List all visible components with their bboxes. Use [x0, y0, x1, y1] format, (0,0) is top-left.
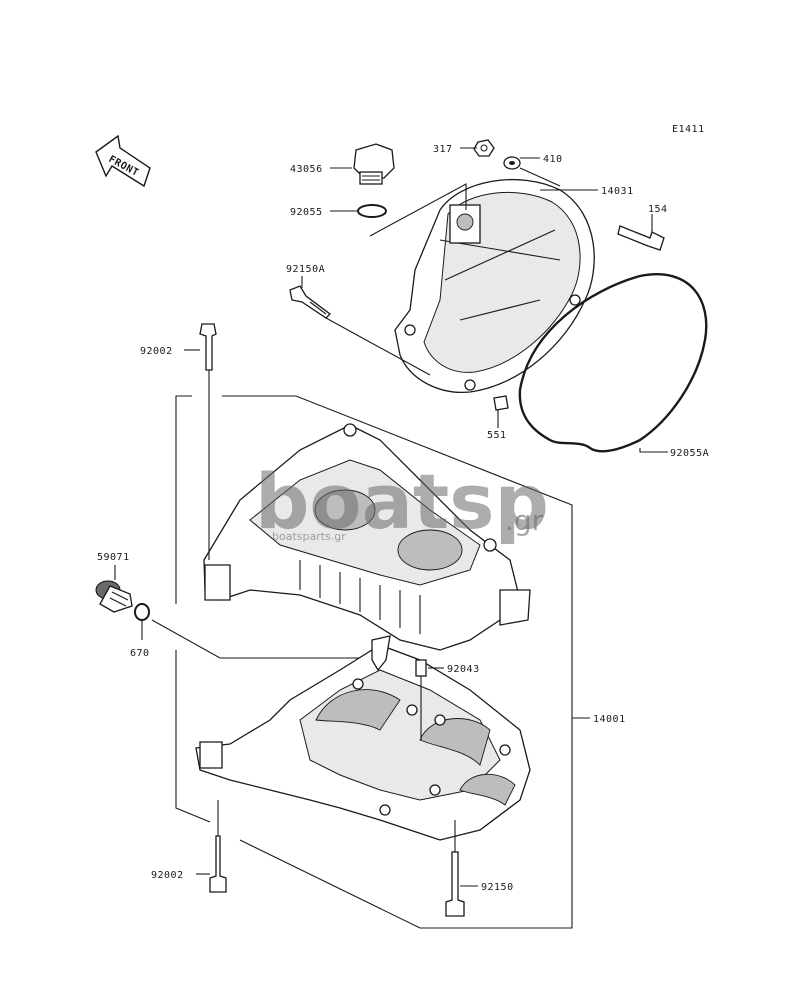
dowel-551 [493, 395, 509, 411]
bolt-92002-bottom [209, 800, 227, 893]
label-410: 410 [543, 154, 563, 165]
drain-plug-59071 [95, 580, 133, 613]
label-92150A: 92150A [286, 264, 325, 275]
label-92002-top: 92002 [140, 346, 173, 357]
frame-lines [175, 395, 192, 604]
o-ring-670 [134, 603, 150, 621]
watermark-main: boatsp [255, 457, 549, 546]
bolt-92150 [445, 820, 465, 917]
label-154: 154 [648, 204, 668, 215]
label-92002-bottom: 92002 [151, 870, 184, 881]
bolt-92002-top [199, 323, 217, 560]
label-670: 670 [130, 648, 150, 659]
gasket-92055A [518, 273, 708, 453]
dowel-92043 [415, 659, 427, 740]
watermark-sub: boatsparts.gr [272, 530, 346, 543]
label-92055A: 92055A [670, 448, 709, 459]
label-14001: 14001 [593, 714, 626, 725]
label-92150: 92150 [481, 882, 514, 893]
label-92055: 92055 [290, 207, 323, 218]
cover-14031 [394, 178, 595, 394]
nut-317 [473, 139, 495, 157]
o-ring-92055 [357, 204, 387, 218]
lower-crankcase [195, 635, 531, 841]
label-43056: 43056 [290, 164, 323, 175]
washer-410 [503, 156, 521, 170]
label-92043: 92043 [447, 664, 480, 675]
upper-crankcase [203, 423, 531, 651]
watermark-logo: boatsp .gr boatsparts.gr [255, 457, 549, 546]
label-317: 317 [433, 144, 453, 155]
oil-cap-43056 [353, 143, 395, 185]
label-59071: 59071 [97, 552, 130, 563]
diagram-code: E1411 [672, 124, 705, 135]
bolt-92150A [289, 285, 331, 319]
front-arrow-icon: FRONT [95, 134, 151, 188]
label-551: 551 [487, 430, 507, 441]
label-14031: 14031 [601, 186, 634, 197]
bolt-154 [617, 225, 665, 251]
watermark-tld: .gr [505, 504, 544, 537]
